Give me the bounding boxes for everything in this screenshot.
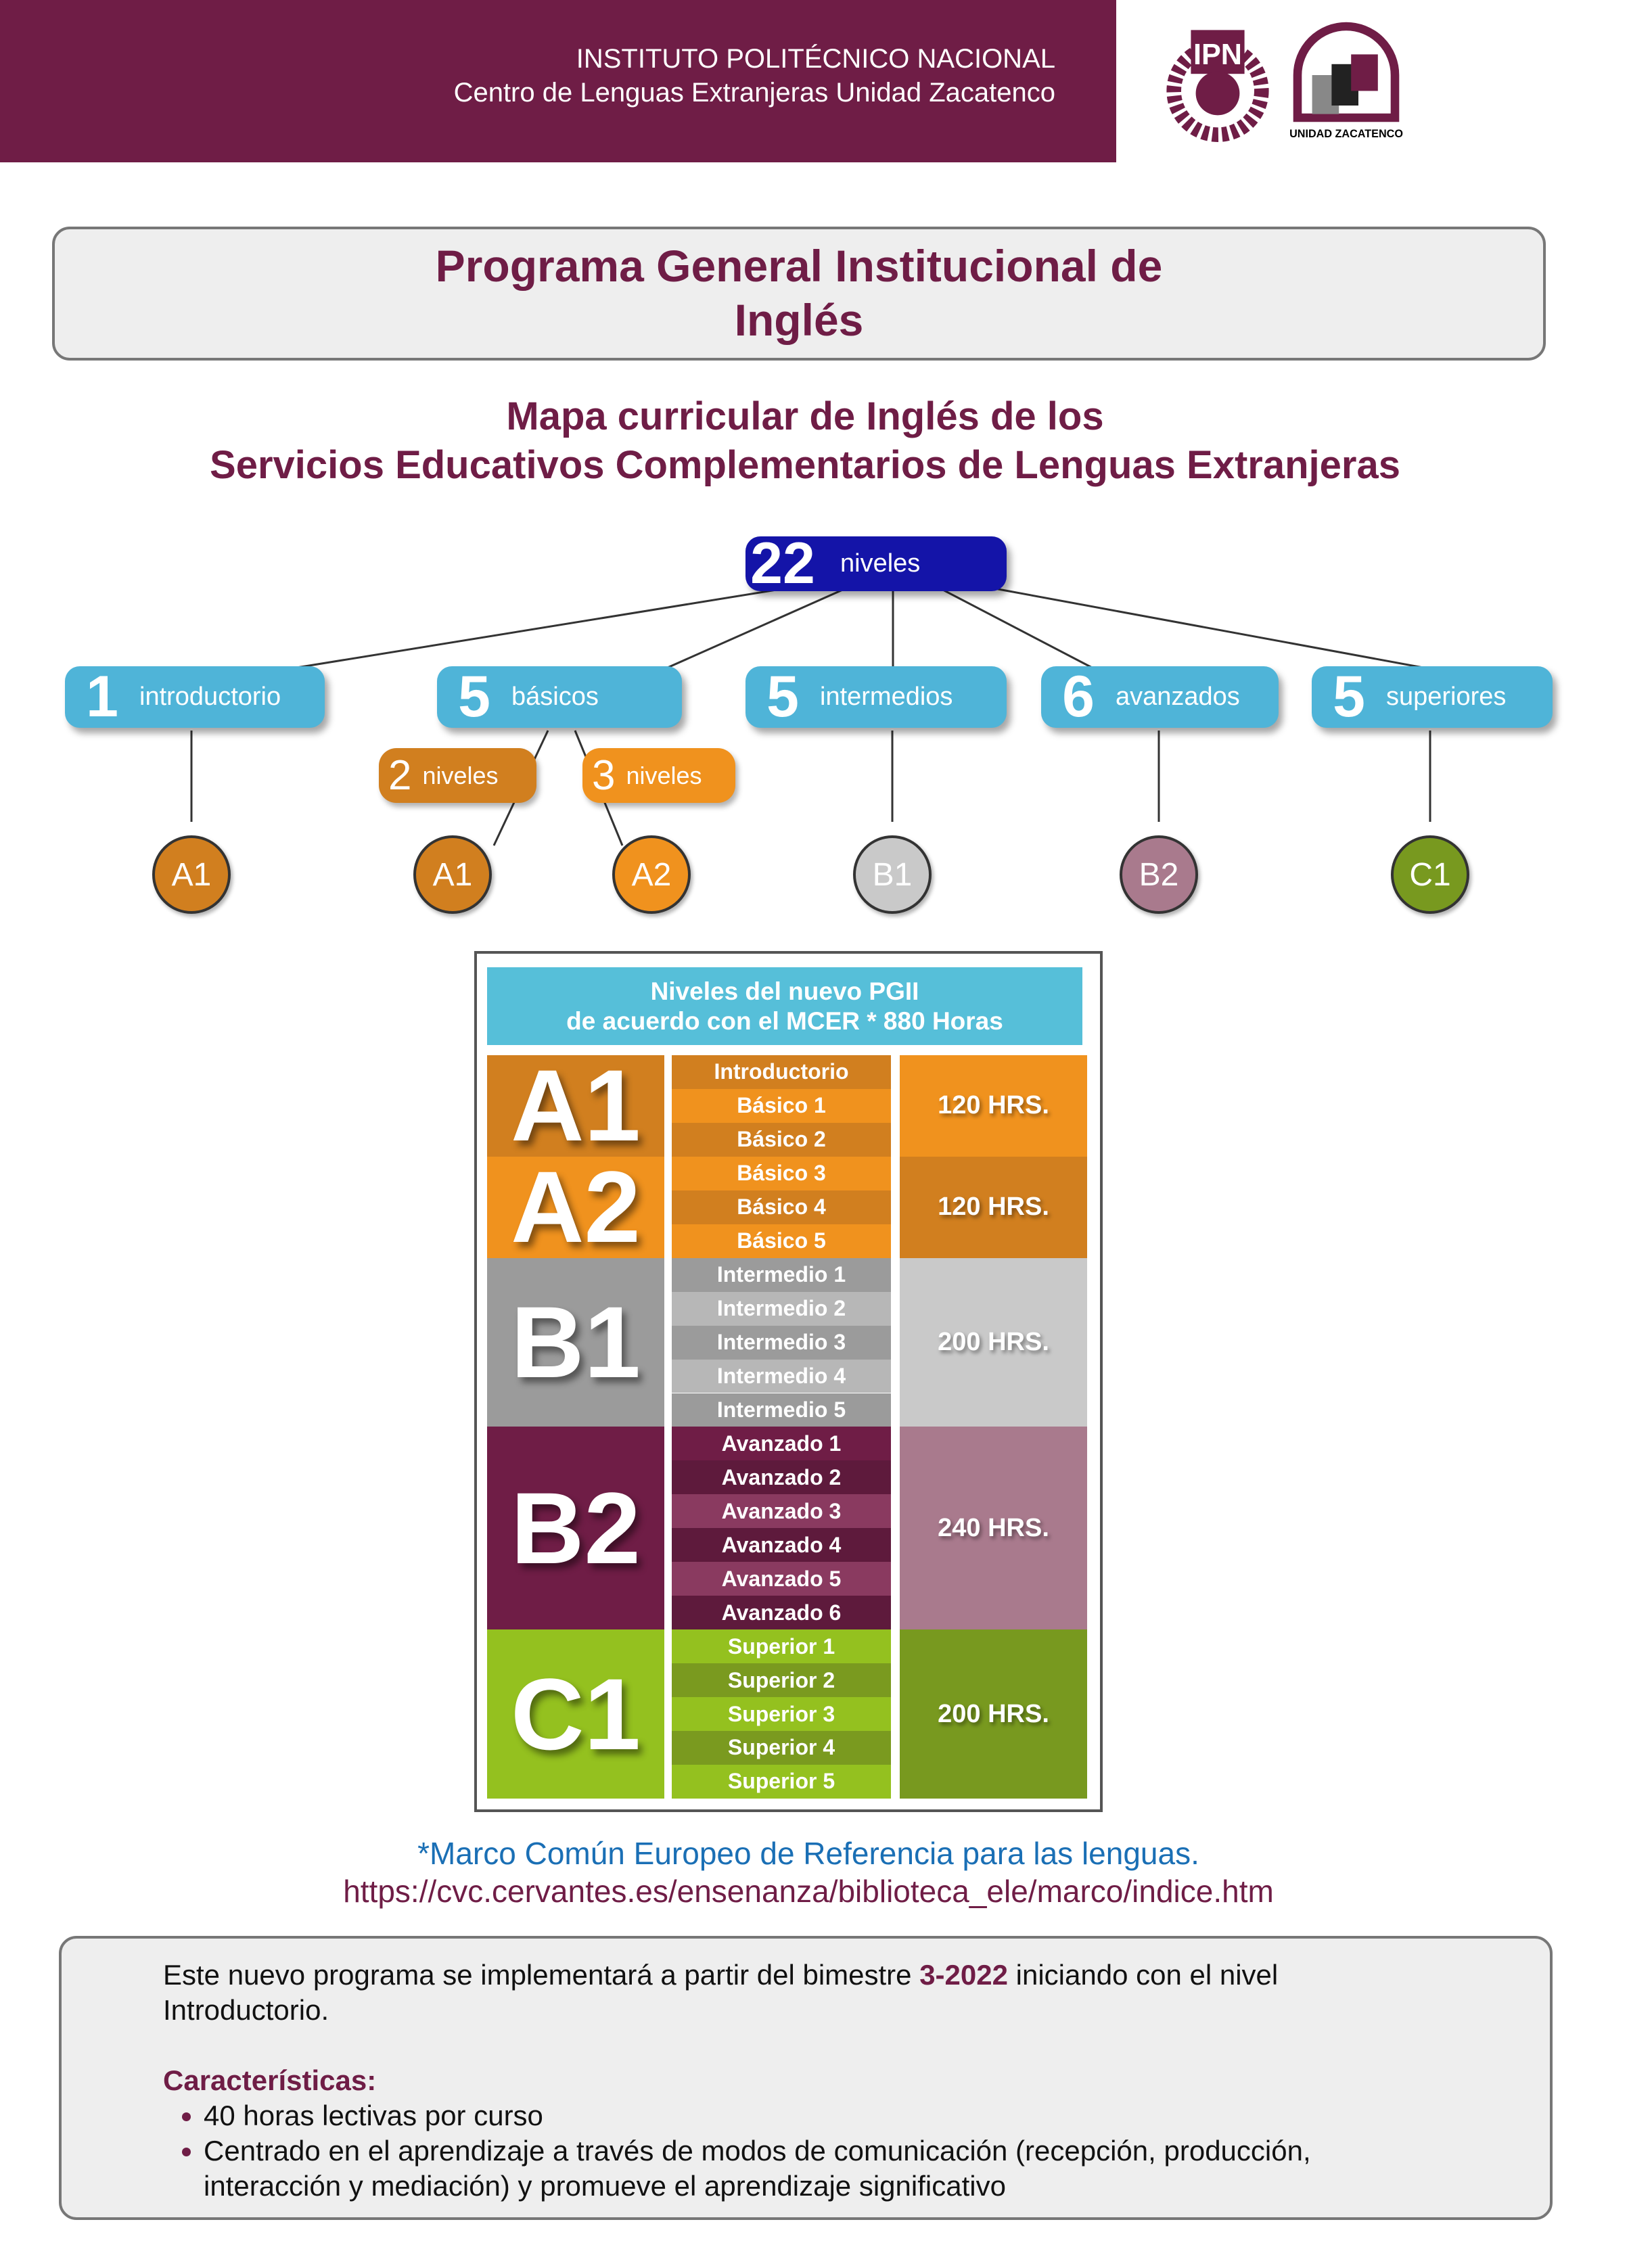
ipn-logo-text: IPN	[1193, 39, 1242, 71]
group-count: 5	[1333, 664, 1365, 729]
course-cell: Avanzado 2	[672, 1460, 891, 1495]
features-heading: Características:	[163, 2064, 377, 2096]
table-header: Niveles del nuevo PGII de acuerdo con el…	[487, 967, 1082, 1045]
curriculum-subtitle: Mapa curricular de Inglés de los Servici…	[0, 392, 1610, 490]
hours-cell: 120 HRS.	[900, 1055, 1087, 1157]
course-cell: Avanzado 5	[672, 1562, 891, 1596]
group-label: introductorio	[139, 682, 281, 711]
total-count: 22	[750, 531, 815, 596]
cenlex-zacatenco-logo: UNIDAD ZACATENCO	[1289, 22, 1403, 140]
program-title-line1: Programa General Institucional de	[435, 241, 1163, 291]
hours-cell: 240 HRS.	[900, 1427, 1087, 1630]
info-box: Este nuevo programa se implementará a pa…	[59, 1936, 1553, 2220]
course-cell: Intermedio 3	[672, 1325, 891, 1360]
group-count: 5	[458, 664, 490, 729]
group-label: avanzados	[1116, 682, 1240, 711]
table-header-line2: de acuerdo con el MCER * 880 Horas	[566, 1007, 1003, 1035]
sub-label: niveles	[422, 761, 499, 789]
subtitle-line1: Mapa curricular de Inglés de los	[506, 394, 1104, 438]
levels-table	[474, 951, 1103, 1812]
center-name: Centro de Lenguas Extranjeras Unidad Zac…	[453, 78, 1055, 108]
level-cell-b2: B2	[487, 1427, 664, 1630]
group-label: básicos	[511, 682, 599, 711]
mcer-footnote: *Marco Común Europeo de Referencia para …	[417, 1836, 1199, 1871]
cefr-circle-c1: C1	[1391, 835, 1469, 914]
course-cell: Avanzado 4	[672, 1528, 891, 1563]
program-title-box: Programa General Institucional de Inglés	[52, 227, 1546, 361]
group-superiores: 5 superiores	[1312, 664, 1553, 729]
mcer-link[interactable]: https://cvc.cervantes.es/ensenanza/bibli…	[343, 1874, 1274, 1909]
program-title-line2: Inglés	[734, 295, 864, 345]
sub-levels-a1: 2 niveles	[379, 748, 536, 803]
start-period: 3-2022	[919, 1959, 1008, 1991]
sub-levels-a2: 3 niveles	[582, 748, 735, 803]
text: Este nuevo programa se implementará a pa…	[163, 1959, 920, 1991]
group-intermedios: 5 intermedios	[745, 664, 1007, 729]
cefr-circle-a2: A2	[612, 835, 691, 914]
course-cell: Básico 1	[672, 1088, 891, 1123]
institution-name: INSTITUTO POLITÉCNICO NACIONAL	[576, 44, 1055, 74]
group-label: superiores	[1386, 682, 1507, 711]
course-cell: Introductorio	[672, 1055, 891, 1089]
course-cell: Intermedio 5	[672, 1393, 891, 1427]
hours-cell: 120 HRS.	[900, 1156, 1087, 1258]
course-cell: Avanzado 6	[672, 1596, 891, 1630]
features-list: 40 horas lectivas por curso Centrado en …	[204, 2098, 1448, 2204]
group-count: 5	[766, 664, 799, 729]
header-band: INSTITUTO POLITÉCNICO NACIONAL Centro de…	[0, 0, 1116, 162]
hours-cell: 200 HRS.	[900, 1629, 1087, 1799]
zacatenco-logo-text: UNIDAD ZACATENCO	[1289, 128, 1403, 140]
course-cell: Básico 3	[672, 1156, 891, 1190]
course-cell: Intermedio 2	[672, 1291, 891, 1326]
cefr-circle-b2: B2	[1120, 835, 1198, 914]
course-cell: Avanzado 1	[672, 1427, 891, 1461]
course-cell: Superior 3	[672, 1697, 891, 1731]
sub-count: 2	[388, 752, 412, 799]
footnote: *Marco Común Europeo de Referencia para …	[0, 1834, 1617, 1910]
hours-cell: 200 HRS.	[900, 1257, 1087, 1427]
course-cell: Superior 2	[672, 1663, 891, 1698]
group-avanzados: 6 avanzados	[1041, 664, 1279, 729]
level-cell-a2: A2	[487, 1150, 664, 1264]
level-cell-a1: A1	[487, 1048, 664, 1162]
connector-lines	[190, 587, 1435, 846]
course-cell: Superior 5	[672, 1764, 891, 1799]
cefr-circle-a1: A1	[413, 835, 492, 914]
course-cell: Básico 5	[672, 1224, 891, 1258]
cefr-circle-a1: A1	[152, 835, 231, 914]
total-levels-badge: 22 niveles	[745, 531, 1007, 596]
group-count: 6	[1062, 664, 1095, 729]
sub-label: niveles	[626, 761, 702, 789]
cefr-circle-b1: B1	[853, 835, 932, 914]
level-cell-c1: C1	[487, 1629, 664, 1799]
group-count: 1	[86, 664, 118, 729]
course-cell: Superior 1	[672, 1629, 891, 1664]
course-cell: Básico 4	[672, 1190, 891, 1224]
course-cell: Básico 2	[672, 1122, 891, 1157]
group-basicos: 5 básicos	[437, 664, 682, 729]
sub-count: 3	[592, 752, 616, 799]
subtitle-line2: Servicios Educativos Complementarios de …	[210, 443, 1400, 487]
level-cell-b1: B1	[487, 1257, 664, 1427]
course-cell: Superior 4	[672, 1731, 891, 1765]
text: iniciando con el nivel Introductorio.	[163, 1959, 1279, 2026]
course-cell: Intermedio 1	[672, 1257, 891, 1292]
ipn-logo: IPN	[1166, 30, 1269, 142]
total-label: niveles	[840, 549, 921, 578]
implementation-text: Este nuevo programa se implementará a pa…	[163, 1958, 1448, 2028]
feature-item: 40 horas lectivas por curso	[204, 2098, 1448, 2133]
course-cell: Avanzado 3	[672, 1494, 891, 1529]
course-cell: Intermedio 4	[672, 1359, 891, 1393]
group-label: intermedios	[820, 682, 953, 711]
group-introductorio: 1 introductorio	[65, 664, 325, 729]
feature-item: Centrado en el aprendizaje a través de m…	[204, 2133, 1448, 2204]
table-header-line1: Niveles del nuevo PGII	[650, 977, 919, 1005]
